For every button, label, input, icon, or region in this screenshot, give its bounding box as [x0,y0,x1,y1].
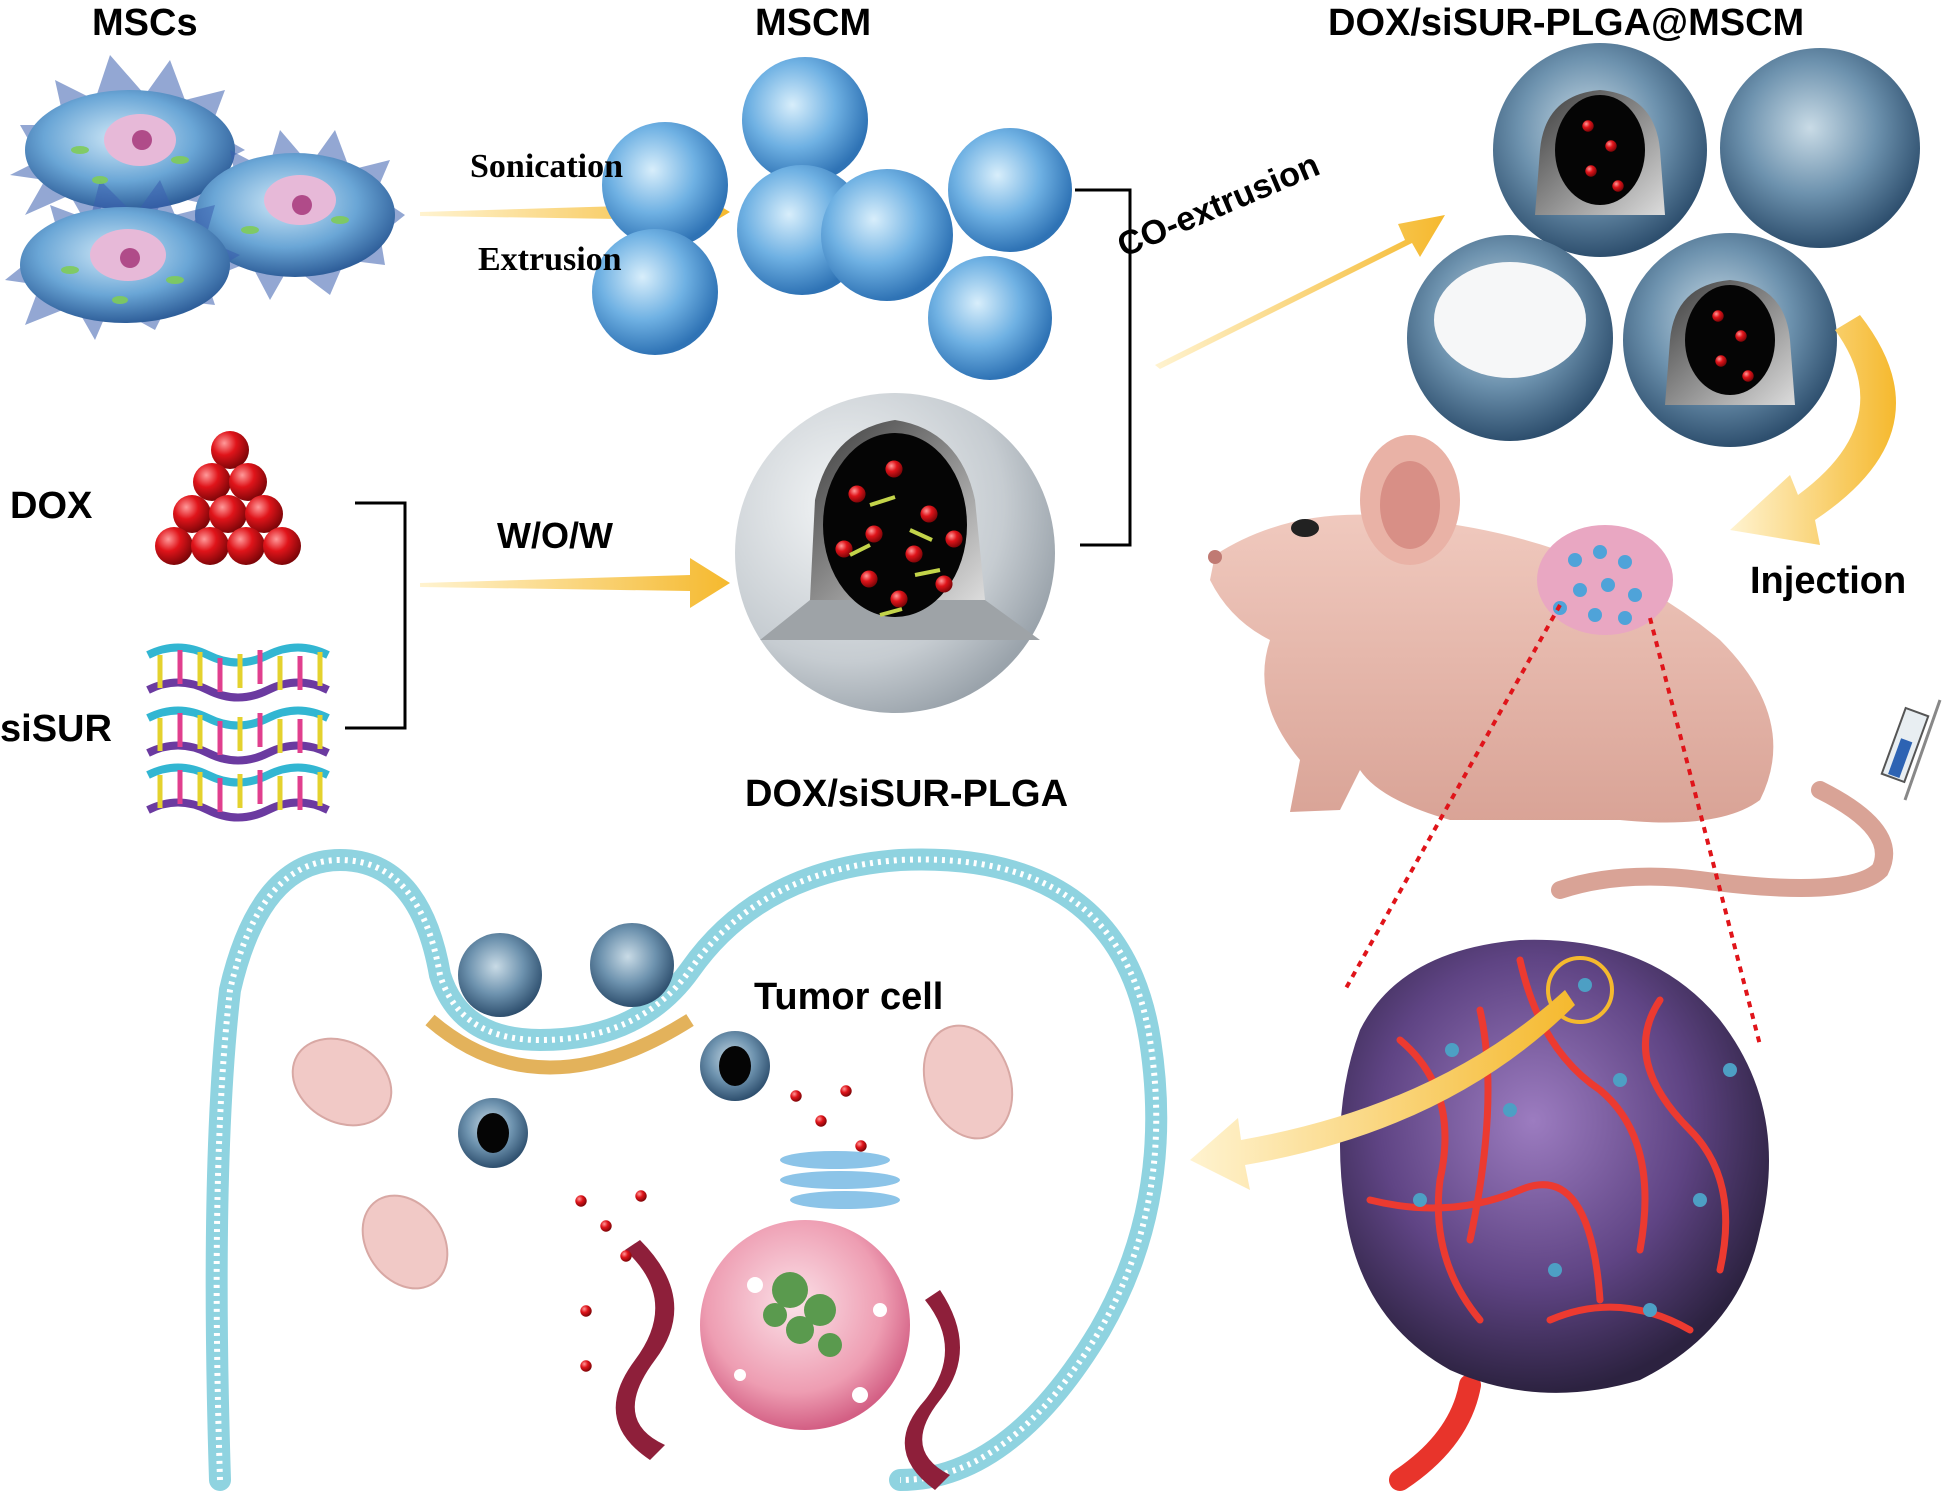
label-final-np: DOX/siSUR-PLGA@MSCM [1328,2,1805,44]
nucleus [700,1220,910,1430]
sirna-strands-inside [849,495,941,617]
msc-cell [180,130,405,300]
arrow-wow [420,558,730,608]
label-wow: W/O/W [497,515,613,556]
tumor-nanoparticle-dots [1413,978,1737,1317]
arrow-to-tumor-cell [1190,990,1575,1190]
msc-cell [5,180,240,340]
label-sisur: siSUR [0,708,112,750]
arrow-sonication [420,188,730,236]
sisur-strands [146,643,330,822]
mscm-vesicles [592,57,1072,380]
coated-nanoparticles [1407,43,1920,447]
label-tumor-cell: Tumor cell [754,976,944,1018]
msc-cell [10,55,245,230]
sirna-strand [146,763,330,822]
mouse-illustration [1208,435,1942,1046]
mitochondria-dots [61,146,349,304]
endoplasmic-reticulum [615,1240,960,1490]
coated-particle [1407,235,1613,441]
arrow-co-extrusion [1155,215,1445,369]
blood-vessels [1366,956,1730,1334]
bracket-mscm-plga [1075,188,1132,547]
mscs-illustration [5,55,405,340]
plga-nanoparticle [735,393,1055,713]
arrow-injection [1730,315,1896,545]
label-mscs: MSCs [92,2,198,44]
syringe [1880,699,1942,801]
dox-bead-pile [155,431,301,565]
tumor-mass [1340,939,1769,1491]
cell-membrane [205,848,1168,1491]
label-dox: DOX [10,485,93,527]
internalized-nanoparticles [458,1031,770,1168]
approaching-nanoparticles [458,923,674,1017]
brackets [345,188,1132,730]
fusing-membrane [425,1014,694,1075]
tumor-cell-illustration [205,848,1168,1491]
coated-particle [1493,43,1707,257]
label-injection: Injection [1750,560,1907,602]
tumor-on-mouse [1537,525,1673,635]
label-sonication: Sonication [470,148,624,185]
golgi-apparatus [780,1151,900,1209]
sirna-strand [146,706,330,765]
coated-particle [1720,48,1920,248]
label-mscm: MSCM [755,2,872,44]
label-extrusion: Extrusion [478,241,622,278]
bracket-dox-sisur [345,501,407,730]
zoom-circle [1546,956,1614,1024]
sirna-strand [146,643,330,702]
label-plga-np: DOX/siSUR-PLGA [745,773,1069,815]
coated-particle [1623,233,1837,447]
mitochondria [291,1024,1014,1290]
